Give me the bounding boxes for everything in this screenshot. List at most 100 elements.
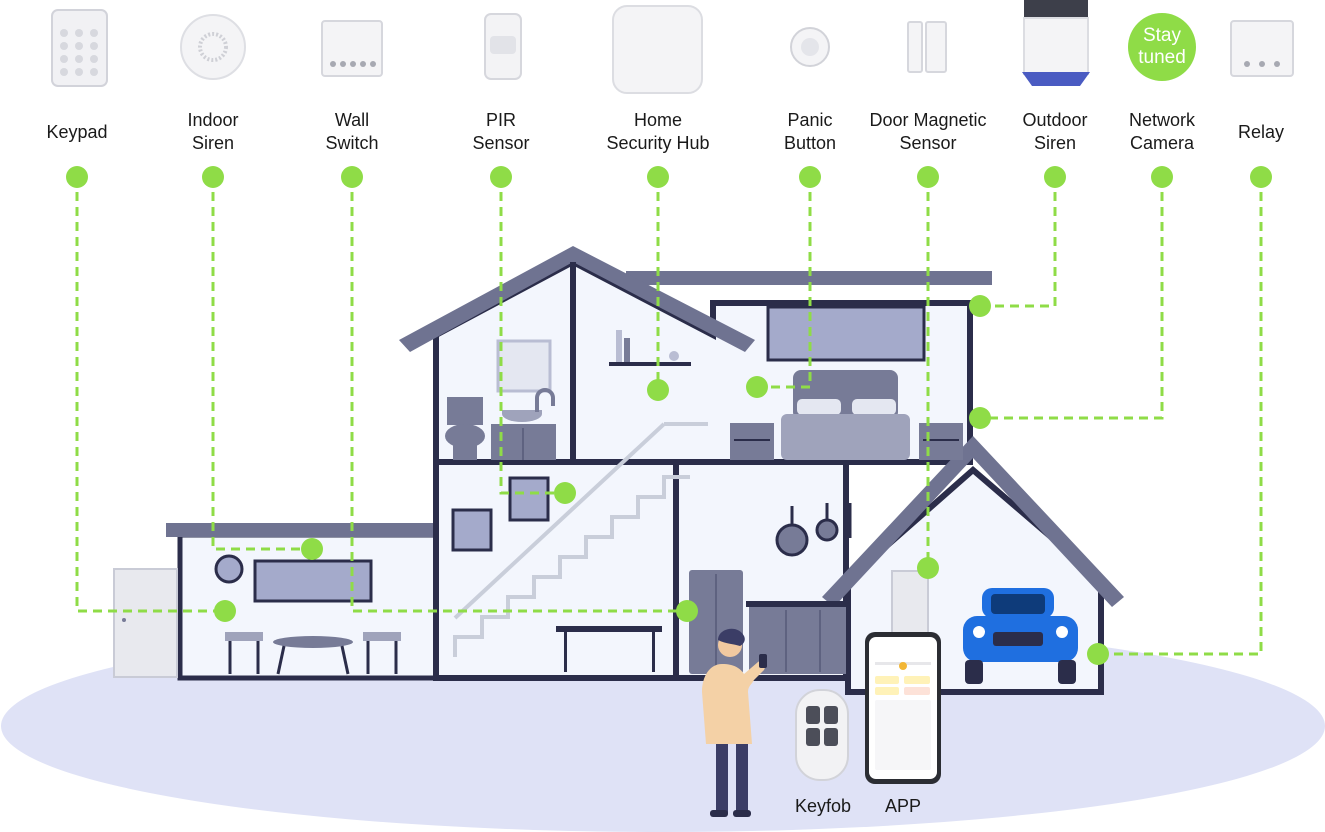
device-label-panic-button: Panic Button xyxy=(784,109,836,155)
car-wheel-left xyxy=(965,660,983,684)
label-line: Switch xyxy=(325,133,379,153)
wall-shelf xyxy=(609,362,691,366)
hub-location-dot xyxy=(647,379,669,401)
device-label-pir-sensor: PIR Sensor xyxy=(472,109,529,155)
toilet-tank xyxy=(447,397,483,425)
car-headlight-right xyxy=(1056,626,1068,638)
device-label-home-security-hub: Home Security Hub xyxy=(606,109,709,155)
shelf-ornament xyxy=(669,351,679,361)
toilet-base xyxy=(453,440,477,460)
label-line: Wall xyxy=(334,110,370,130)
label-line: Sensor xyxy=(472,133,530,153)
panic-button-connector xyxy=(757,177,812,389)
chair-left xyxy=(225,632,263,641)
door-sensor-location-dot xyxy=(917,557,939,579)
stair-rail xyxy=(453,422,666,620)
nightstand-left xyxy=(730,423,774,460)
chair-right xyxy=(363,632,401,641)
device-label-keypad: Keypad xyxy=(46,121,107,144)
placement-dots xyxy=(214,295,1109,665)
bed-body xyxy=(781,414,910,460)
badge-line: Stay xyxy=(1142,25,1182,46)
bed-pillow-left xyxy=(797,399,841,415)
shelf-book-1 xyxy=(616,330,622,362)
indoor-siren-icon xyxy=(180,14,246,80)
relay-connector xyxy=(1098,177,1263,656)
pir-sensor-connector xyxy=(499,177,565,495)
staircase xyxy=(453,422,708,657)
relay-location-dot xyxy=(1087,643,1109,665)
label-line: Keypad xyxy=(46,122,108,142)
outdoor-siren-connector xyxy=(980,177,1057,308)
front-door xyxy=(113,568,178,678)
wall-switch-icon xyxy=(321,20,383,77)
shelf-book-2 xyxy=(624,338,630,362)
device-label-network-camera: Network Camera xyxy=(1129,109,1195,155)
stair-steps xyxy=(453,475,690,657)
connection-lines xyxy=(75,177,1263,656)
faucet xyxy=(535,388,555,412)
blue-car xyxy=(963,588,1078,684)
house xyxy=(113,246,1124,695)
front-door-knob xyxy=(122,618,126,622)
nightstand-right xyxy=(919,423,963,460)
panic-button-location-dot xyxy=(746,376,768,398)
keypad-location-dot xyxy=(214,600,236,622)
wall-switch-dot xyxy=(341,166,363,188)
indoor-siren-dot xyxy=(202,166,224,188)
network-camera-dot xyxy=(1151,166,1173,188)
outdoor-siren-location-dot xyxy=(969,295,991,317)
top-dots xyxy=(66,166,1272,188)
pan-small xyxy=(815,518,839,542)
console-table-leg-l xyxy=(564,632,567,672)
app-label: APP xyxy=(885,795,921,818)
label-line: Door Magnetic xyxy=(869,110,987,130)
console-table-top xyxy=(556,626,662,632)
device-label-indoor-siren: Indoor Siren xyxy=(187,109,238,155)
keyfob-icon xyxy=(795,689,849,781)
label-line: APP xyxy=(884,796,922,816)
hub-icon xyxy=(612,5,703,94)
label-line: Outdoor xyxy=(1022,110,1088,130)
dining-table-top xyxy=(273,636,353,648)
keyfob-label: Keyfob xyxy=(795,795,851,818)
label-line: Sensor xyxy=(899,133,957,153)
car-headlight-left xyxy=(973,626,985,638)
car-wheel-right xyxy=(1058,660,1076,684)
label-line: Relay xyxy=(1237,122,1285,142)
network-camera-location-dot xyxy=(969,407,991,429)
label-line: Network xyxy=(1128,110,1196,130)
person-with-phone xyxy=(702,628,767,817)
panic-button-icon xyxy=(790,27,830,67)
door-sensor-icon xyxy=(907,21,947,73)
pir-sensor-dot xyxy=(490,166,512,188)
hub-dot xyxy=(647,166,669,188)
phone-app-icon xyxy=(865,632,941,784)
label-line: Keyfob xyxy=(794,796,852,816)
badge-line: tuned xyxy=(1138,47,1186,68)
outdoor-siren-icon xyxy=(1022,0,1090,86)
annex-window xyxy=(253,559,373,603)
round-clock xyxy=(214,554,244,584)
stay-tuned-badge-icon xyxy=(1128,13,1196,81)
keypad-connector xyxy=(75,177,225,613)
label-line: PIR xyxy=(485,110,517,130)
device-label-relay: Relay xyxy=(1238,121,1284,144)
pan-large xyxy=(775,523,809,557)
device-label-door-magnetic-sensor: Door Magnetic Sensor xyxy=(869,109,986,155)
sink-bowl xyxy=(502,410,542,422)
picture-frame-1 xyxy=(451,508,493,552)
device-label-outdoor-siren: Outdoor Siren xyxy=(1022,109,1087,155)
bathroom-mirror xyxy=(496,339,552,393)
label-line: Siren xyxy=(1033,133,1077,153)
relay-icon xyxy=(1230,20,1294,77)
network-camera-connector xyxy=(980,177,1164,420)
car-grille xyxy=(993,632,1043,646)
indoor-siren-location-dot xyxy=(301,538,323,560)
outdoor-siren-dot xyxy=(1044,166,1066,188)
upper-flat-roof xyxy=(626,271,992,285)
stay-tuned-badge-text: Stay tuned xyxy=(1138,25,1186,69)
label-line: Home xyxy=(633,110,683,130)
kitchen-counter-top xyxy=(746,601,846,607)
